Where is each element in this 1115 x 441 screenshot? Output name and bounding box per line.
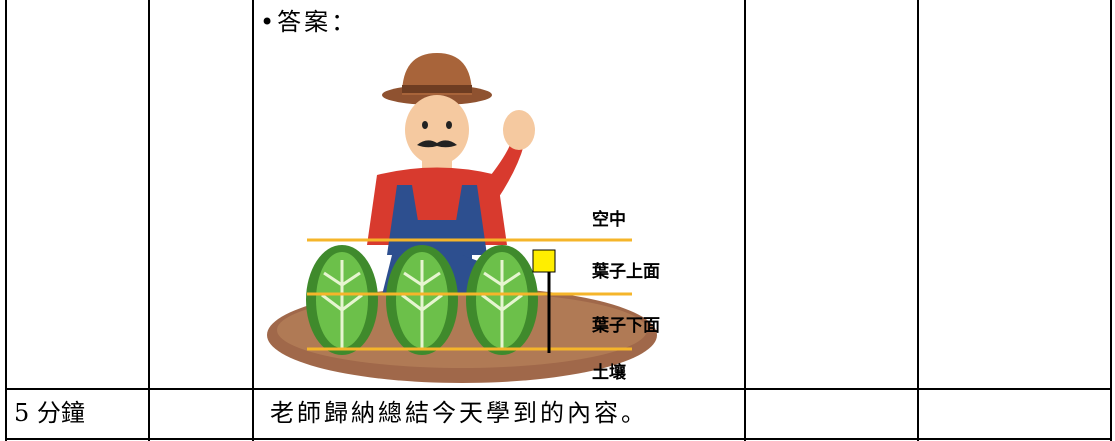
marker-yellow-square [532,249,556,273]
lettuce-plant-2 [386,245,458,355]
time-cell: 5 分鐘 [14,399,85,427]
lettuce-plant-1 [306,245,378,355]
level-label-air: 空中 [592,209,626,230]
table-border-col4 [917,0,919,441]
lettuce-plant-3 [466,245,538,355]
table-border-col2 [252,0,254,441]
table-border-col1 [148,0,150,441]
table-border-left [5,0,7,441]
table-border-right [1110,0,1112,441]
level-label-soil: 土壤 [592,362,627,383]
activity-cell: 老師歸納總結今天學到的內容。 [270,399,648,427]
level-label-leaf-bottom: 葉子下面 [591,315,660,336]
crop-levels-illustration: 空中 葉子上面 葉子下面 土壤 [267,53,660,383]
table-row-divider [5,388,1112,390]
level-label-leaf-top: 葉子上面 [591,261,660,282]
table-border-col3 [744,0,746,441]
answer-label: •答案： [260,8,359,36]
table-border-bottom [5,438,1112,440]
